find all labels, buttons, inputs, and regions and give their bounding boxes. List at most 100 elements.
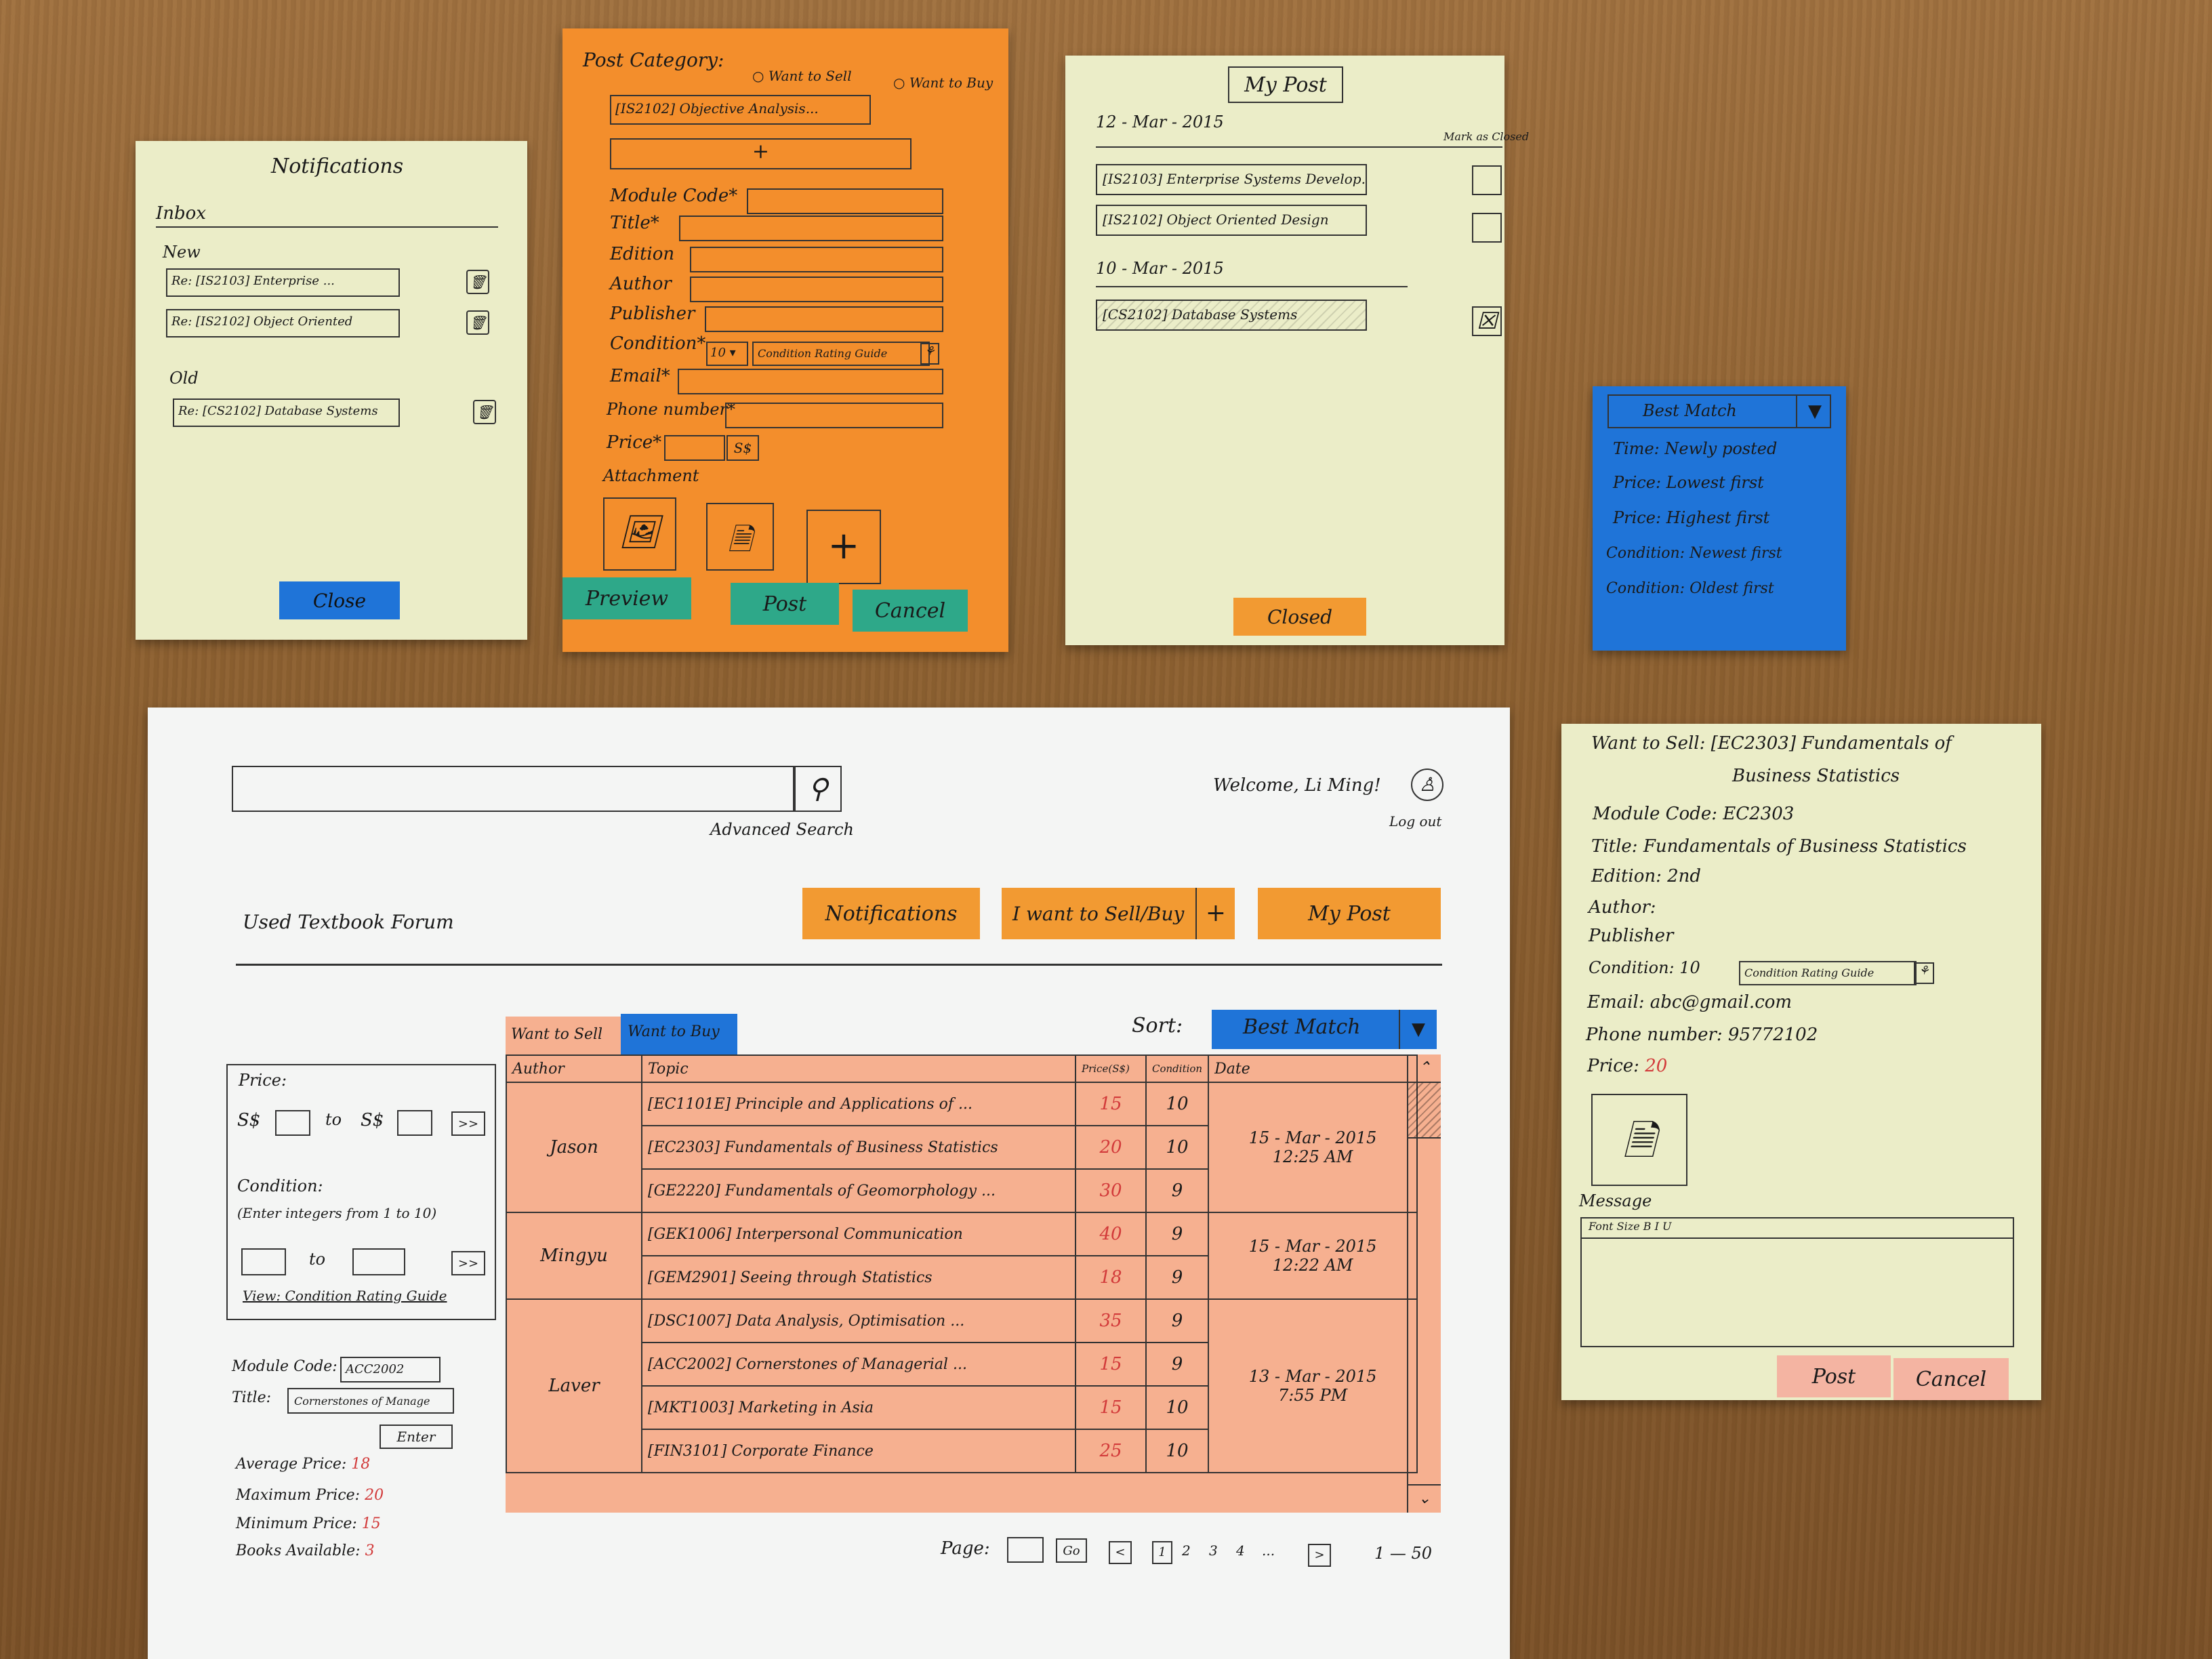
page-input[interactable] [1007, 1537, 1044, 1563]
my-post-button[interactable]: My Post [1258, 888, 1441, 939]
mark-closed-checkbox[interactable]: ☒ [1472, 306, 1502, 336]
topic-cell[interactable]: [GE2220] Fundamentals of Geomorphology .… [641, 1168, 1076, 1213]
post-item[interactable]: [CS2102] Database Systems [1096, 300, 1367, 331]
edition-field[interactable] [690, 247, 943, 272]
table-row[interactable]: [GE2220] Fundamentals of Geomorphology .… [506, 1168, 1417, 1213]
stats-enter-button[interactable]: Enter [380, 1425, 453, 1449]
stats-title-input[interactable]: Cornerstones of Manage [287, 1388, 454, 1414]
sort-option[interactable]: Price: Lowest first [1613, 473, 1764, 492]
email-field[interactable] [678, 369, 943, 394]
condition-guide-link[interactable]: Condition Rating Guide [1739, 961, 1917, 985]
condition-guide-link[interactable]: Condition Rating Guide [752, 342, 930, 366]
notification-item[interactable]: Re: [CS2102] Database Systems [173, 398, 400, 427]
mark-closed-checkbox[interactable] [1472, 213, 1502, 243]
next-page-button[interactable]: > [1308, 1544, 1331, 1567]
topic-cell[interactable]: [GEK1006] Interpersonal Communication [641, 1212, 1076, 1256]
sort-option[interactable]: Time: Newly posted [1613, 439, 1778, 458]
book-image-thumbnail[interactable]: 🗎 [1591, 1094, 1687, 1186]
editor-toolbar[interactable]: Font Size B I U [1582, 1218, 2013, 1239]
post-button[interactable]: Post [731, 583, 839, 625]
mark-closed-checkbox[interactable] [1472, 165, 1502, 195]
page-go-button[interactable]: Go [1056, 1538, 1087, 1563]
topic-cell[interactable]: [EC1101E] Principle and Applications of … [641, 1082, 1076, 1126]
search-input[interactable] [232, 766, 794, 812]
post-item[interactable]: [IS2103] Enterprise Systems Develop... [1096, 164, 1367, 195]
sort-option[interactable]: Condition: Oldest first [1606, 580, 1774, 597]
table-row[interactable]: [EC2303] Fundamentals of Business Statis… [506, 1125, 1417, 1170]
module-code-field[interactable] [747, 188, 943, 214]
min-price-input[interactable] [275, 1110, 310, 1136]
publisher-field[interactable] [705, 306, 943, 332]
chevron-up-icon[interactable]: ⌃ [1408, 1054, 1441, 1083]
phone-field[interactable] [725, 403, 943, 428]
close-button[interactable]: Close [279, 581, 400, 619]
detail-post-button[interactable]: Post [1777, 1355, 1891, 1397]
chevron-down-icon[interactable]: ▼ [1399, 1010, 1437, 1049]
page-link-2[interactable]: 2 [1182, 1542, 1191, 1559]
cancel-button[interactable]: Cancel [853, 590, 968, 632]
add-attachment-button[interactable]: + [806, 510, 881, 584]
post-item[interactable]: [IS2102] Object Oriented Design [1096, 205, 1367, 236]
option-buy[interactable]: ○ Want to Buy [893, 75, 994, 91]
closed-button[interactable]: Closed [1233, 598, 1366, 636]
topic-cell[interactable]: [DSC1007] Data Analysis, Optimisation ..… [641, 1298, 1076, 1343]
topic-cell[interactable]: [GEM2901] Seeing through Statistics [641, 1255, 1076, 1300]
prev-page-button[interactable]: < [1109, 1541, 1132, 1564]
table-row[interactable]: [ACC2002] Cornerstones of Managerial ...… [506, 1342, 1417, 1387]
tab-want-to-sell[interactable]: Want to Sell [506, 1017, 621, 1059]
price-field[interactable] [664, 435, 725, 461]
stats-module-input[interactable]: ACC2002 [340, 1357, 441, 1382]
topic-cell[interactable]: [MKT1003] Marketing in Asia [641, 1385, 1076, 1430]
trash-icon[interactable]: 🗑 [466, 270, 489, 294]
condition-select[interactable]: 10 ▾ [706, 342, 748, 366]
sell-buy-button[interactable]: I want to Sell/Buy + [1002, 888, 1235, 939]
page-link-3[interactable]: 3 [1209, 1542, 1218, 1559]
condition-go-button[interactable]: >> [451, 1251, 485, 1275]
max-condition-input[interactable] [352, 1248, 405, 1275]
trash-icon[interactable]: 🗑 [466, 310, 489, 335]
max-price-input[interactable] [397, 1110, 432, 1136]
notifications-button[interactable]: Notifications [802, 888, 980, 939]
trash-icon[interactable]: 🗑 [473, 400, 496, 424]
guide-icon[interactable]: ⚘ [920, 343, 939, 365]
topic-cell[interactable]: [ACC2002] Cornerstones of Managerial ... [641, 1342, 1076, 1387]
message-editor[interactable]: Font Size B I U [1580, 1217, 2014, 1347]
topic-cell[interactable]: [EC2303] Fundamentals of Business Statis… [641, 1125, 1076, 1170]
page-link-4[interactable]: 4 [1236, 1542, 1245, 1559]
scrollbar[interactable]: ⌃ ⌄ [1407, 1054, 1441, 1513]
add-module-button[interactable]: + [610, 138, 912, 169]
min-condition-input[interactable] [241, 1248, 286, 1275]
price-go-button[interactable]: >> [451, 1111, 485, 1136]
option-sell[interactable]: ○ Want to Sell [752, 68, 852, 84]
chevron-down-icon[interactable]: ⌄ [1408, 1484, 1441, 1513]
notification-item[interactable]: Re: [IS2102] Object Oriented [166, 309, 400, 337]
chevron-down-icon[interactable]: ▼ [1796, 394, 1832, 428]
preview-button[interactable]: Preview [562, 577, 691, 619]
sort-option[interactable]: Condition: Newest first [1606, 545, 1782, 562]
column-header[interactable]: Topic [641, 1054, 1076, 1083]
module-dropdown[interactable]: [IS2102] Objective Analysis... [610, 95, 871, 125]
sort-dropdown[interactable]: Best Match [1212, 1010, 1415, 1049]
search-icon[interactable]: ⚲ [794, 766, 842, 812]
view-guide-link[interactable]: View: Condition Rating Guide [243, 1288, 447, 1304]
table-row[interactable]: Laver[DSC1007] Data Analysis, Optimisati… [506, 1298, 1418, 1473]
avatar[interactable]: ♙ [1411, 769, 1443, 801]
advanced-search-link[interactable]: Advanced Search [710, 820, 854, 839]
detail-cancel-button[interactable]: Cancel [1893, 1358, 2009, 1400]
attachment-thumbnail[interactable]: 🖼 [603, 497, 676, 571]
column-header[interactable]: Date [1208, 1054, 1418, 1083]
title-field[interactable] [679, 216, 943, 241]
column-header[interactable]: Condition [1145, 1054, 1210, 1083]
scrollbar-thumb[interactable] [1408, 1083, 1441, 1139]
column-header[interactable]: Price(S$) [1075, 1054, 1147, 1083]
sort-option[interactable]: Price: Highest first [1613, 508, 1770, 527]
topic-cell[interactable]: [FIN3101] Corporate Finance [641, 1429, 1076, 1473]
guide-icon[interactable]: ⚘ [1914, 962, 1934, 984]
tab-want-to-buy[interactable]: Want to Buy [621, 1014, 737, 1054]
table-row[interactable]: Jason[EC1101E] Principle and Application… [506, 1082, 1418, 1213]
sort-menu-header[interactable]: Best Match [1607, 394, 1831, 428]
notification-item[interactable]: Re: [IS2103] Enterprise ... [166, 268, 400, 297]
